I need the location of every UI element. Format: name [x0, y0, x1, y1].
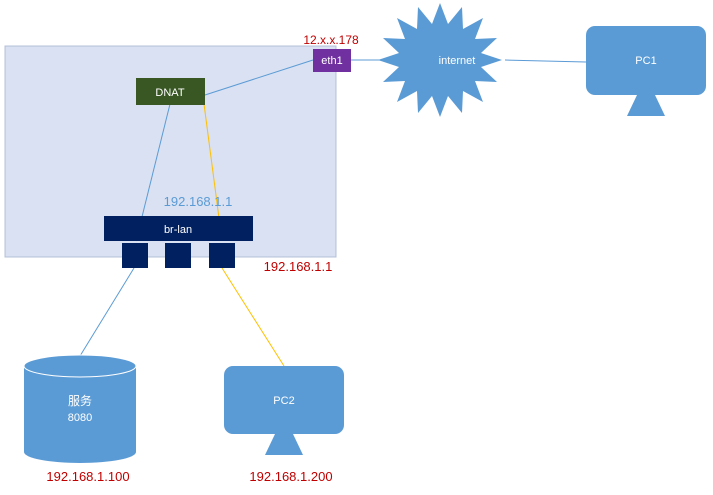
link-port1-server	[79, 267, 135, 357]
pc1-label: PC1	[635, 55, 656, 67]
server-cylinder-icon	[24, 355, 136, 463]
eth1-port	[313, 49, 351, 72]
server-port-label: 8080	[68, 412, 92, 424]
pc2-stand-icon	[265, 434, 303, 455]
pc1-monitor-icon	[586, 26, 706, 95]
eth1-label: eth1	[321, 55, 342, 67]
server-cylinder-top	[23, 354, 137, 378]
link-dnat-eth1	[204, 59, 314, 96]
internet-label: internet	[439, 55, 476, 67]
pc2-label: PC2	[273, 395, 294, 407]
bridge-label: br-lan	[164, 224, 192, 236]
server-label: 服务	[68, 393, 92, 408]
dnat-label: DNAT	[155, 87, 184, 99]
wan-ip-label: 12.x.x.178	[303, 33, 359, 47]
link-internet-pc1	[504, 59, 587, 63]
link-port3-pc2	[221, 267, 285, 367]
server-ip-label: 192.168.1.100	[46, 469, 129, 484]
pc1-stand-icon	[627, 95, 665, 116]
pc2-monitor-icon	[224, 366, 344, 434]
bridge-ip-label: 192.168.1.1	[164, 194, 233, 209]
internet-cloud-icon	[378, 3, 502, 117]
lan-port-3	[209, 243, 235, 268]
dnat-box	[136, 78, 205, 105]
bridge-ip-outside-label: 192.168.1.1	[264, 259, 333, 274]
pc2-ip-label: 192.168.1.200	[249, 469, 332, 484]
lan-port-1	[122, 243, 148, 268]
lan-port-2	[165, 243, 191, 268]
bridge-bar	[104, 216, 253, 241]
